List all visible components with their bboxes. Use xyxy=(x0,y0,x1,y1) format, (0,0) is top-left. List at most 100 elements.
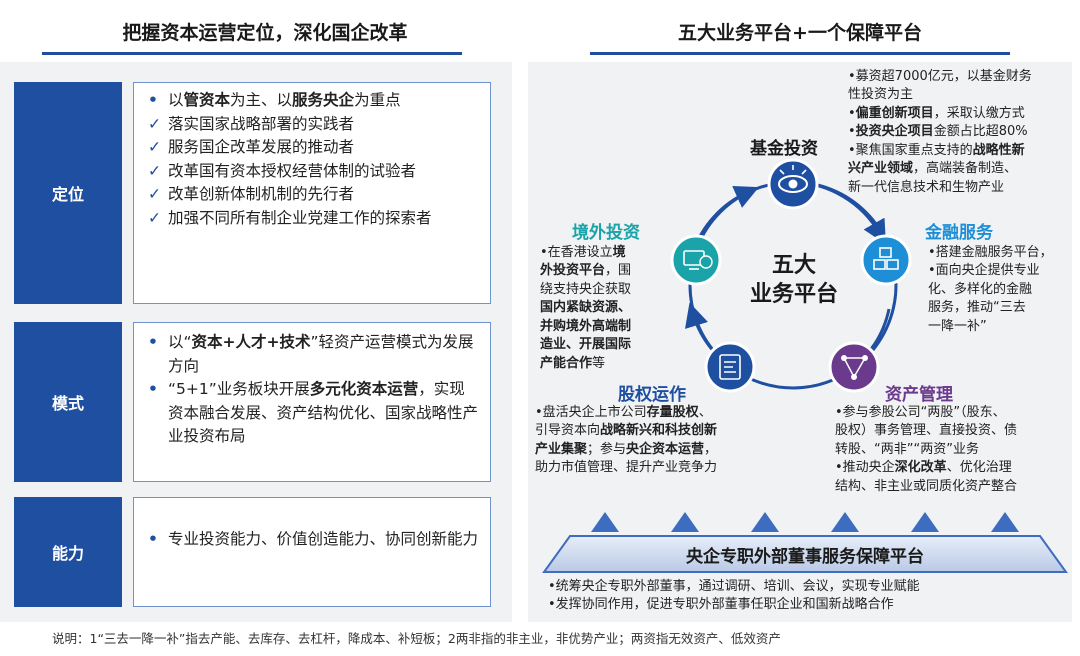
emphasis-text: 并购境外高端制 xyxy=(540,318,632,334)
text-segment: 专业投资能力、价值创造能力、协同创新能力 xyxy=(168,530,479,548)
list-item-text: “5+1”业务板块开展多元化资本运营，实现资本融合发展、资产结构优化、国家战略性… xyxy=(168,378,480,449)
description-line: 产业集聚；参与央企资本运营， xyxy=(535,441,775,459)
description-line: •聚焦国家重点支持的战略性新 xyxy=(848,142,1076,160)
description-line: 服务，推动“三去 xyxy=(928,299,1076,317)
emphasis-text: 资本+人才+技术 xyxy=(191,333,311,351)
fund-description: •募资超7000亿元，以基金财务性投资为主•偏重创新项目，采取认缴方式•投资央企… xyxy=(848,68,1076,197)
text-segment: • xyxy=(848,124,856,140)
list-item-text: 以“资本+人才+技术”轻资产运营模式为发展方向 xyxy=(168,331,480,378)
list-item: • 专业投资能力、价值创造能力、协同创新能力 xyxy=(148,528,480,552)
text-segment: ， xyxy=(704,441,718,457)
equity-title: 股权运作 xyxy=(618,385,686,405)
description-line: •盘活央企上市公司存量股权、 xyxy=(535,404,775,422)
emphasis-text: 国内紧缺资源、 xyxy=(540,300,632,316)
text-segment: ”轻资产运营模式为发展方向 xyxy=(168,333,474,375)
asset-title: 资产管理 xyxy=(885,385,953,405)
text-segment: • xyxy=(848,105,856,121)
list-item-text: 改革国有资本授权经营体制的试验者 xyxy=(168,160,416,184)
center-label: 五大 业务平台 xyxy=(735,252,853,309)
description-line: •面向央企提供专业 xyxy=(928,262,1076,280)
text-segment: •面向央企提供专业 xyxy=(928,263,1040,279)
description-line: 助力市值管理、提升产业竞争力 xyxy=(535,459,775,477)
right-section-title: 五大业务平台+一个保障平台 xyxy=(678,22,922,44)
emphasis-text: 存量股权 xyxy=(646,405,699,420)
list-item: ✓服务国企改革发展的推动者 xyxy=(148,136,480,160)
emphasis-text: 多元化资本运营 xyxy=(309,380,419,399)
text-segment: 绕支持央企获取 xyxy=(540,281,632,297)
text-segment: •在香港设立 xyxy=(540,245,613,260)
bullet-icon: • xyxy=(148,530,158,548)
emphasis-text: 管资本 xyxy=(183,91,231,109)
text-segment: 、 xyxy=(698,405,712,420)
list-item: ✓落实国家战略部署的实践者 xyxy=(148,113,480,137)
finance-title: 金融服务 xyxy=(925,223,993,243)
equity-description: •盘活央企上市公司存量股权、引导资本向战略新兴和科技创新产业集聚；参与央企资本运… xyxy=(535,404,775,478)
emphasis-text: 央企资本运营 xyxy=(626,441,705,457)
description-line: •偏重创新项目，采取认缴方式 xyxy=(848,105,1076,123)
list-item-text: 改革创新体制机制的先行者 xyxy=(168,183,354,207)
support-triangle xyxy=(671,512,699,532)
center-label-line2: 业务平台 xyxy=(749,281,838,307)
description-line: 化、多样化的金融 xyxy=(928,281,1076,299)
positioning-content: •以管资本为主、以服务央企为重点✓落实国家战略部署的实践者✓服务国企改革发展的推… xyxy=(133,82,491,304)
description-line: 绕支持央企获取 xyxy=(540,281,662,299)
text-segment: 改革创新体制机制的先行者 xyxy=(168,185,355,204)
text-segment: 为重点 xyxy=(354,91,401,109)
text-segment: 转股、“两非”“两资”业务 xyxy=(835,441,979,457)
fund-title: 基金投资 xyxy=(750,139,818,159)
description-line: 性投资为主 xyxy=(848,86,1076,104)
list-item: ✓改革国有资本授权经营体制的试验者 xyxy=(148,160,480,184)
description-line: •投资央企项目金额占比超80% xyxy=(848,123,1076,141)
overseas-description: •在香港设立境外投资平台，围绕支持央企获取国内紧缺资源、并购境外高端制造业、开展… xyxy=(540,244,662,373)
emphasis-text: 外投资平台 xyxy=(540,263,606,279)
description-line: 引导资本向战略新兴和科技创新 xyxy=(535,422,775,440)
document-code-icon xyxy=(704,341,756,393)
support-triangle xyxy=(751,512,779,532)
text-segment: 以“ xyxy=(168,333,192,351)
text-segment: •发挥协同作用，促进专职外部董事任职企业和国新战略合作 xyxy=(548,597,894,613)
guarantee-platform-band xyxy=(542,535,1068,573)
support-triangle xyxy=(831,512,859,532)
list-item-text: 服务国企改革发展的推动者 xyxy=(168,136,354,160)
text-segment: 改革国有资本授权经营体制的试验者 xyxy=(168,161,417,180)
list-item: •“5+1”业务板块开展多元化资本运营，实现资本融合发展、资产结构优化、国家战略… xyxy=(148,378,480,449)
check-icon: ✓ xyxy=(148,208,161,227)
mode-label: 模式 xyxy=(14,322,122,482)
emphasis-text: 造业、开展国际 xyxy=(540,337,632,353)
capability-content: • 专业投资能力、价值创造能力、协同创新能力 xyxy=(133,497,491,607)
list-item: ✓改革创新体制机制的先行者 xyxy=(148,183,480,207)
emphasis-text: 深化改革 xyxy=(894,460,947,476)
description-line: •推动央企深化改革、优化治理 xyxy=(835,459,1075,477)
description-line: 外投资平台，围 xyxy=(540,262,662,280)
emphasis-text: 投资央企项目 xyxy=(855,124,934,140)
text-segment: 新一代信息技术和生物产业 xyxy=(848,179,1005,195)
description-line: •在香港设立境 xyxy=(540,244,662,262)
description-line: •参与参股公司“两股”（股东、 xyxy=(835,404,1075,422)
list-item: •以管资本为主、以服务央企为重点 xyxy=(148,89,480,113)
text-segment: 服务，推动“三去 xyxy=(928,300,1026,316)
description-line: •发挥协同作用，促进专职外部董事任职企业和国新战略合作 xyxy=(548,596,1068,614)
text-segment: ；参与 xyxy=(587,441,627,457)
guarantee-title: 央企专职外部董事服务保障平台 xyxy=(686,547,924,567)
list-item: •以“资本+人才+技术”轻资产运营模式为发展方向 xyxy=(148,331,480,378)
description-line: 股权）事务管理、直接投资、债 xyxy=(835,422,1075,440)
description-line: 一降一补” xyxy=(928,318,1076,336)
list-item-text: 专业投资能力、价值创造能力、协同创新能力 xyxy=(168,528,478,552)
text-segment: •募资超7000亿元，以基金财务 xyxy=(848,69,1032,84)
description-line: 并购境外高端制 xyxy=(540,318,662,336)
text-segment: ，高端装备制造、 xyxy=(913,161,1018,177)
emphasis-text: 战略新兴和科技创新 xyxy=(600,423,718,439)
text-segment: ，采取认缴方式 xyxy=(933,105,1025,121)
text-segment: •统筹央企专职外部董事，通过调研、培训、会议，实现专业赋能 xyxy=(548,579,920,594)
support-triangle xyxy=(911,512,939,532)
emphasis-text: 境 xyxy=(612,245,626,260)
text-segment: ，实现资本融合发展、资产结构优化、国家战略性产业投资布局 xyxy=(168,380,479,446)
text-segment: 一降一补” xyxy=(928,318,987,334)
finance-description: •搭建金融服务平台，•面向央企提供专业化、多样化的金融服务，推动“三去一降一补” xyxy=(928,244,1076,336)
description-line: •搭建金融服务平台， xyxy=(928,244,1076,262)
description-line: 新一代信息技术和生物产业 xyxy=(848,179,1076,197)
network-icon xyxy=(828,341,880,393)
description-line: 兴产业领域，高端装备制造、 xyxy=(848,160,1076,178)
emphasis-text: 产业集聚 xyxy=(535,441,588,457)
list-item-text: 落实国家战略部署的实践者 xyxy=(168,113,354,137)
